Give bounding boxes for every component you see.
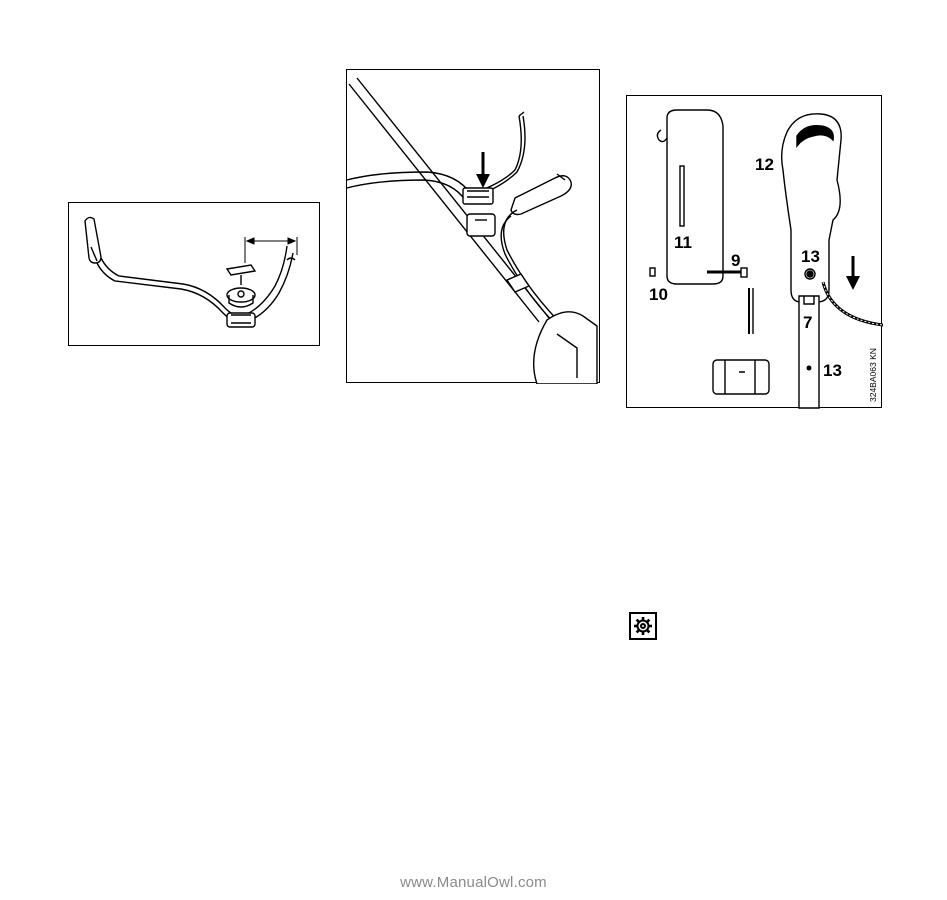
control-handle-assembly-drawing — [649, 109, 883, 409]
callout-part-12: 12 — [755, 155, 774, 174]
callout-part-9: 9 — [731, 251, 741, 270]
callout-part-13-handle: 13 — [801, 247, 820, 266]
callout-part-13-bracket: 13 — [823, 361, 842, 380]
figure-code: 324BA063 KN — [868, 348, 878, 402]
handlebar-mounted-drawing — [347, 77, 598, 384]
callout-part-7: 7 — [803, 313, 813, 332]
callout-part-10: 10 — [649, 285, 668, 304]
handlebar-clamp-figure — [68, 202, 320, 346]
control-handle-assembly-figure: 11 12 13 9 10 7 13 324BA063 KN — [626, 95, 883, 409]
watermark-text: www.ManualOwl.com — [400, 874, 547, 891]
gear-icon — [629, 612, 657, 640]
handlebar-clamp-drawing — [84, 216, 298, 328]
callout-part-11: 11 — [674, 233, 692, 252]
handlebar-mounted-figure — [346, 69, 600, 384]
